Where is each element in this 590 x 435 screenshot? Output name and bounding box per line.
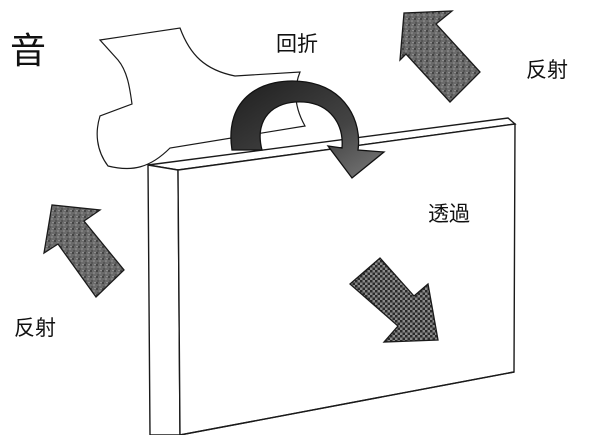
reflection-arrow-left	[43, 204, 125, 298]
wall-bottom-edge	[179, 371, 515, 435]
reflection-label-left: 反射	[14, 316, 56, 340]
diffraction-label: 回折	[276, 32, 318, 56]
reflection-label-top-right: 反射	[526, 58, 568, 82]
wall-side-edge	[147, 164, 181, 435]
transmission-arrow	[349, 257, 439, 343]
reflection-arrow-top-right	[399, 10, 481, 103]
wall-panel	[147, 117, 517, 435]
sound-label: 音	[10, 31, 47, 72]
diffraction-arrow	[230, 80, 386, 179]
transmission-label: 透過	[428, 202, 470, 226]
